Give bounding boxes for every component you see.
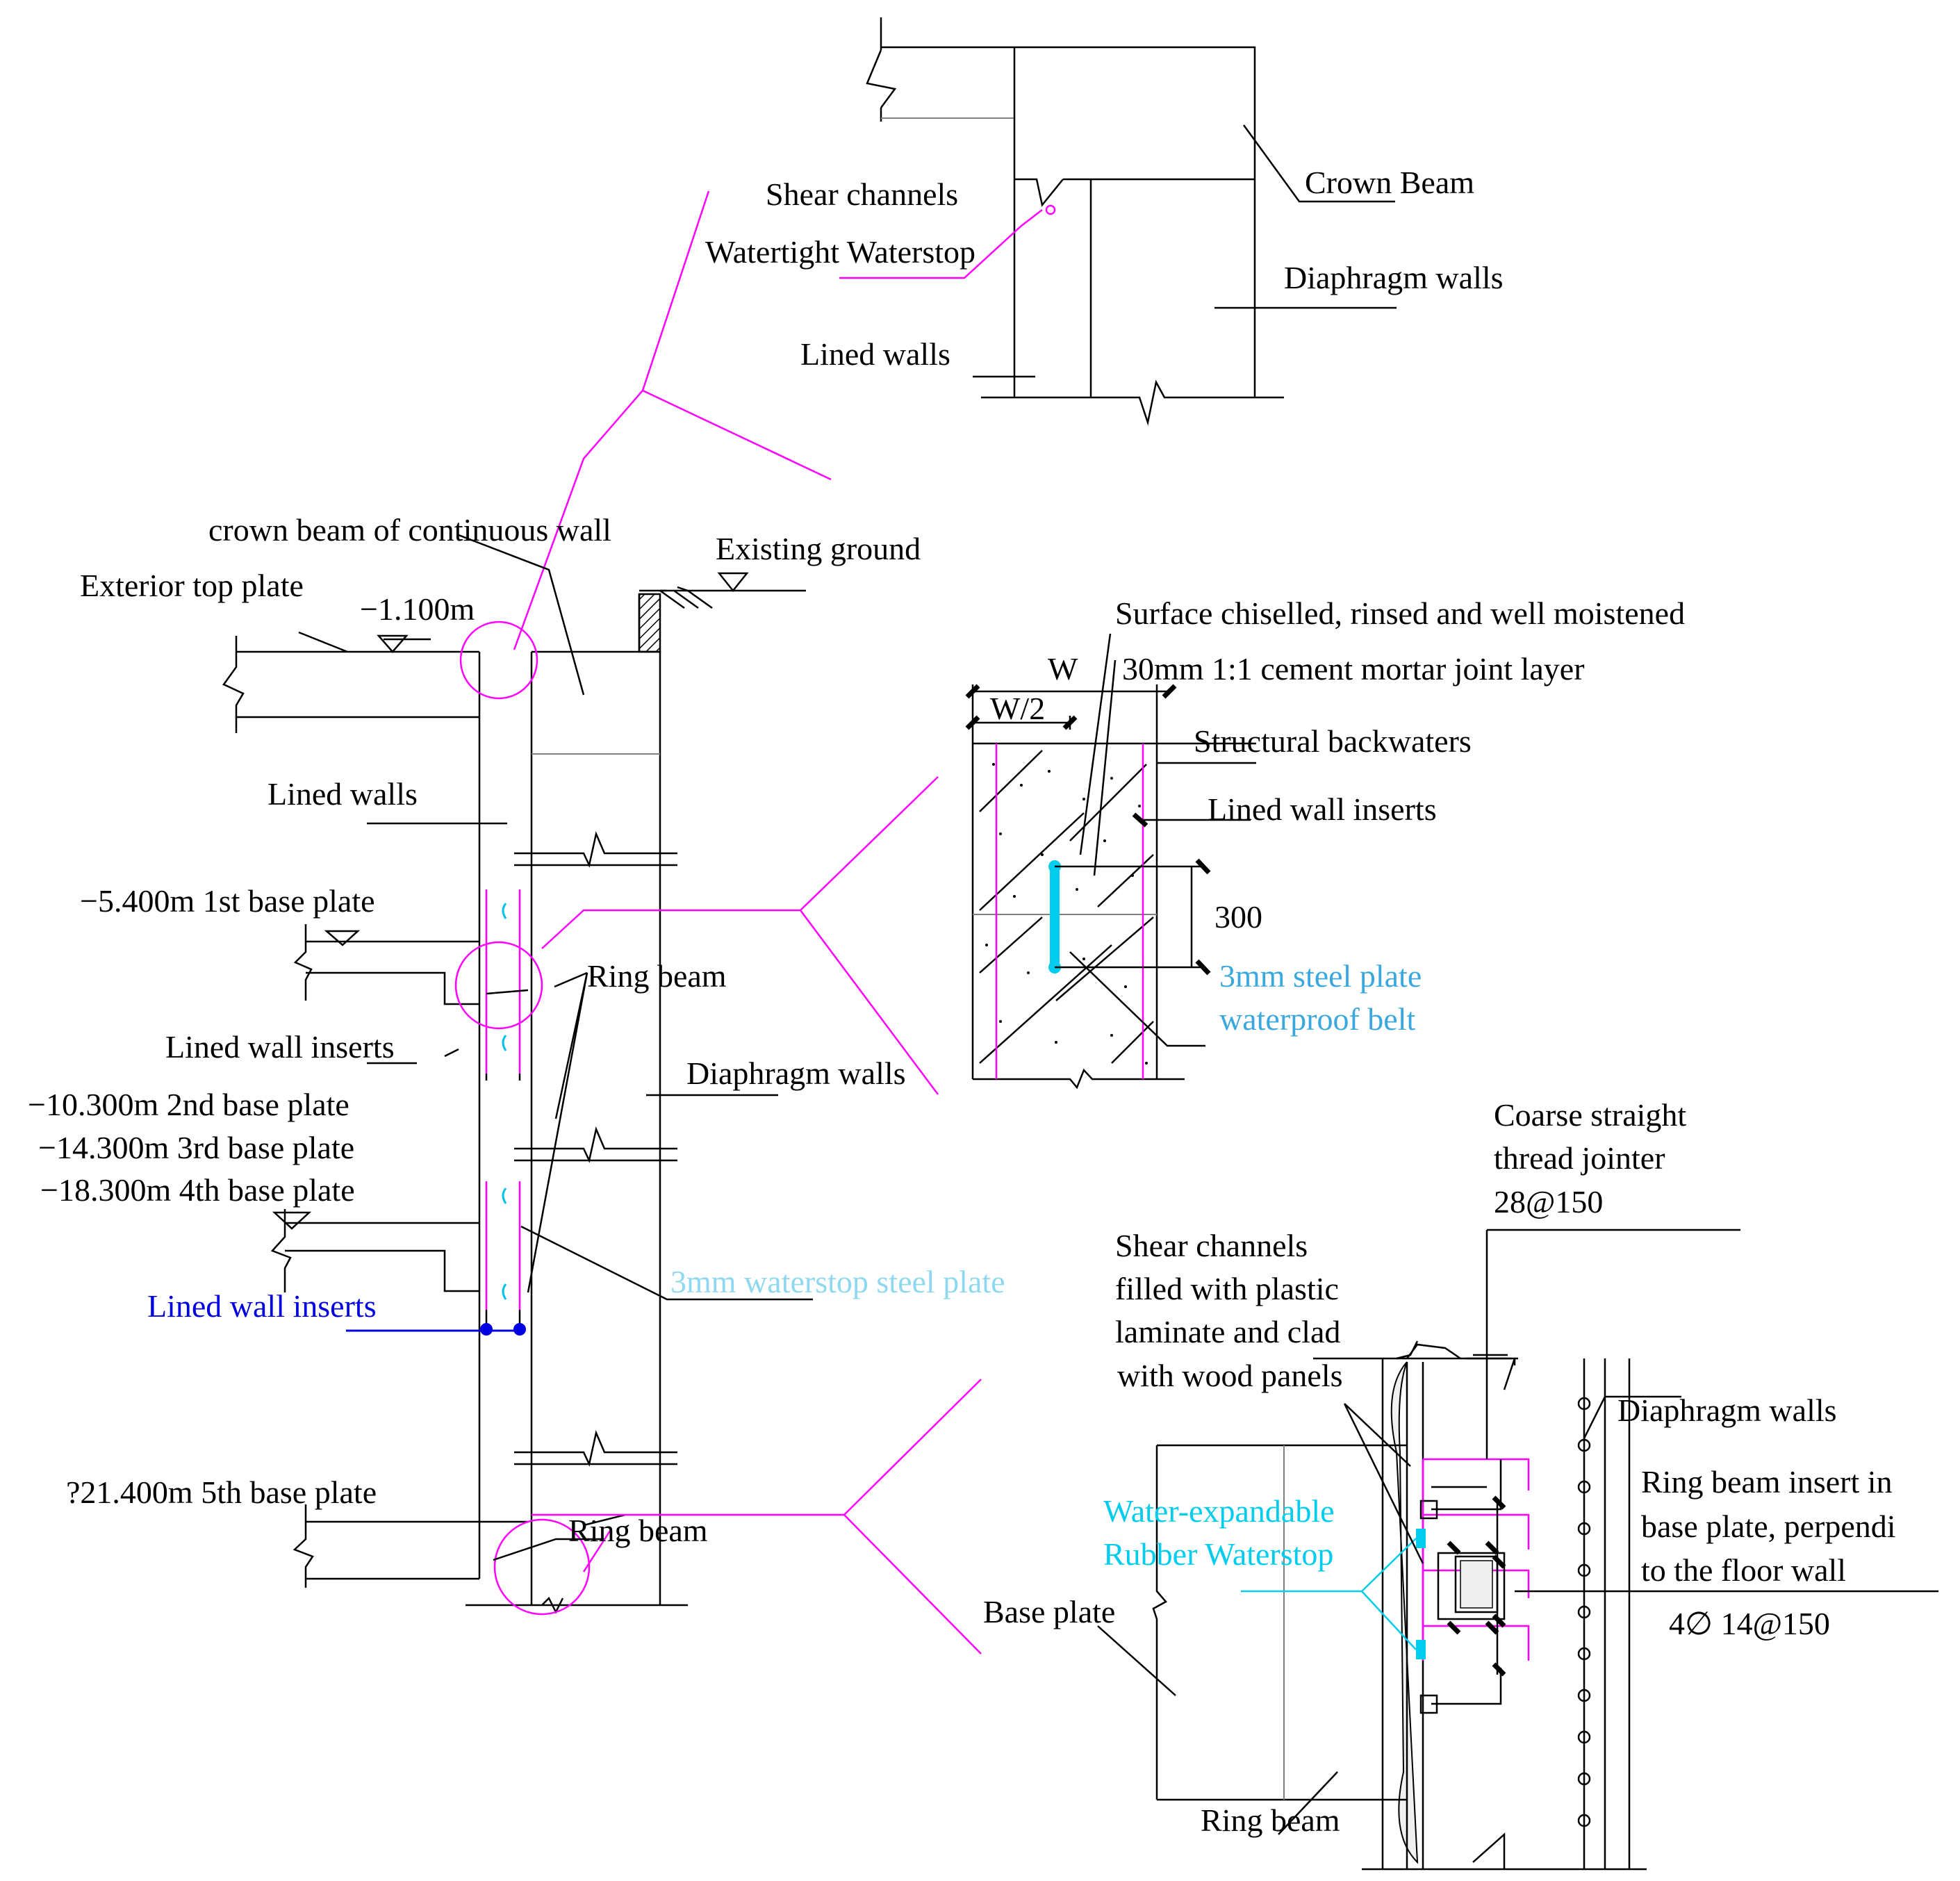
label-shear-filled-3: laminate and clad bbox=[1115, 1314, 1340, 1349]
label-base-plate-3: −14.300m 3rd base plate bbox=[38, 1130, 354, 1165]
label-top-diaphragm-walls: Diaphragm walls bbox=[1284, 260, 1504, 295]
label-top-lined-walls: Lined walls bbox=[800, 336, 950, 372]
label-crown-beam-continuous: crown beam of continuous wall bbox=[208, 512, 611, 548]
label-steel-plate-line1: 3mm steel plate bbox=[1219, 958, 1422, 994]
label-ring-insert-3: to the floor wall bbox=[1641, 1552, 1846, 1588]
labels: Shear channels Watertight Waterstop Line… bbox=[28, 165, 1896, 1838]
label-shear-filled-2: filled with plastic bbox=[1115, 1271, 1339, 1306]
label-base-plate-4: −18.300m 4th base plate bbox=[40, 1172, 355, 1208]
label-rubber-waterstop-1: Water-expandable bbox=[1103, 1493, 1335, 1529]
label-bottom-ring-beam: Ring beam bbox=[1201, 1802, 1340, 1838]
label-structural-backwaters: Structural backwaters bbox=[1194, 723, 1472, 759]
label-mortar-joint: 30mm 1:1 cement mortar joint layer bbox=[1122, 651, 1585, 687]
label-lined-wall-inserts: Lined wall inserts bbox=[165, 1029, 395, 1065]
label-ring-beam-1: Ring beam bbox=[587, 958, 727, 994]
label-steel-plate-line2: waterproof belt bbox=[1219, 1001, 1415, 1037]
label-ring-beam-2: Ring beam bbox=[568, 1513, 708, 1548]
middle-detail bbox=[965, 633, 1256, 1090]
top-detail bbox=[839, 17, 1397, 426]
label-ring-insert-2: base plate, perpendi bbox=[1641, 1509, 1896, 1544]
label-dim-w2: W/2 bbox=[990, 691, 1045, 726]
label-bottom-diaphragm-walls: Diaphragm walls bbox=[1617, 1393, 1837, 1428]
label-exterior-top-plate: Exterior top plate bbox=[80, 568, 304, 603]
label-crown-beam: Crown Beam bbox=[1305, 165, 1474, 200]
label-dim-w: W bbox=[1048, 651, 1078, 687]
label-lined-walls: Lined walls bbox=[267, 776, 418, 812]
top-detail-leader bbox=[513, 190, 832, 650]
label-main-diaphragm-walls: Diaphragm walls bbox=[686, 1056, 906, 1091]
label-middle-lined-wall-inserts: Lined wall inserts bbox=[1208, 791, 1437, 827]
label-lined-wall-inserts-blue: Lined wall inserts bbox=[147, 1288, 377, 1324]
label-existing-ground: Existing ground bbox=[716, 531, 921, 566]
label-dim-300: 300 bbox=[1214, 899, 1262, 935]
label-base-plate-1: −5.400m 1st base plate bbox=[80, 883, 375, 919]
label-coarse-thread-2: thread jointer bbox=[1494, 1140, 1665, 1176]
label-shear-filled-4: with wood panels bbox=[1117, 1358, 1343, 1393]
label-watertight-waterstop: Watertight Waterstop bbox=[705, 234, 975, 270]
label-rebar-spec: 4∅ 14@150 bbox=[1669, 1606, 1830, 1641]
label-waterstop-steel-plate: 3mm waterstop steel plate bbox=[670, 1264, 1005, 1299]
label-base-plate-2: −10.300m 2nd base plate bbox=[28, 1087, 349, 1122]
label-rubber-waterstop-2: Rubber Waterstop bbox=[1103, 1536, 1333, 1572]
label-shear-filled-1: Shear channels bbox=[1115, 1228, 1308, 1263]
label-base-plate: Base plate bbox=[983, 1594, 1115, 1629]
label-level-top: −1.100m bbox=[360, 591, 475, 627]
label-shear-channels: Shear channels bbox=[766, 176, 958, 212]
label-base-plate-5: ?21.400m 5th base plate bbox=[66, 1475, 377, 1510]
label-surface-chiselled: Surface chiselled, rinsed and well moist… bbox=[1115, 595, 1685, 631]
label-coarse-thread-3: 28@150 bbox=[1494, 1184, 1603, 1219]
main-section bbox=[222, 534, 982, 1654]
bottom-detail bbox=[1097, 1229, 1938, 1871]
label-ring-insert-1: Ring beam insert in bbox=[1641, 1464, 1893, 1500]
label-coarse-thread-1: Coarse straight bbox=[1494, 1097, 1686, 1133]
